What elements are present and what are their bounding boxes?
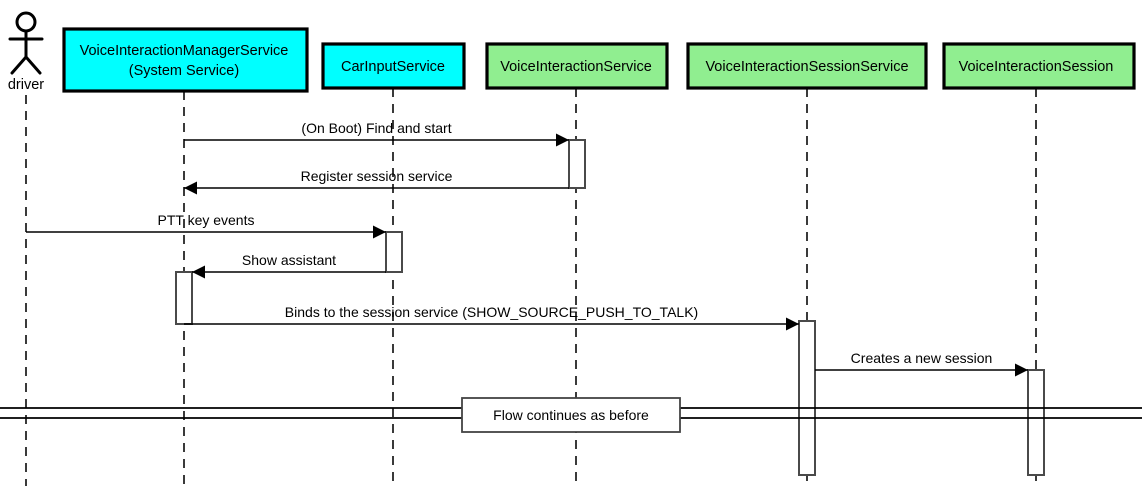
message-1[interactable]: Register session service bbox=[184, 168, 569, 195]
participant-box-carinput bbox=[321, 42, 466, 90]
message-4[interactable]: Binds to the session service (SHOW_SOURC… bbox=[184, 304, 799, 331]
actor-driver-label: driver bbox=[8, 77, 44, 93]
activation-bar-vis bbox=[568, 139, 586, 189]
message-arrowhead-1 bbox=[184, 181, 197, 195]
participant-vims[interactable]: VoiceInteractionManagerService (System Se… bbox=[62, 27, 309, 93]
participant-carinput[interactable]: CarInputService bbox=[321, 42, 466, 90]
message-2[interactable]: PTT key events bbox=[26, 212, 386, 239]
participants-layer: VoiceInteractionManagerService (System Se… bbox=[62, 27, 1136, 93]
message-label-5: Creates a new session bbox=[851, 350, 993, 366]
activation-bar-carinput bbox=[385, 231, 403, 273]
message-arrowhead-5 bbox=[1015, 363, 1028, 377]
message-label-1: Register session service bbox=[301, 168, 453, 184]
activation-bar-vsess_service bbox=[798, 320, 816, 476]
message-label-4: Binds to the session service (SHOW_SOURC… bbox=[285, 304, 698, 320]
participant-label-vsession: VoiceInteractionSession bbox=[959, 59, 1114, 75]
participant-vsession[interactable]: VoiceInteractionSession bbox=[942, 42, 1136, 90]
activation-bar-vims bbox=[175, 271, 193, 325]
message-arrowhead-3 bbox=[192, 265, 205, 279]
message-label-0: (On Boot) Find and start bbox=[301, 120, 451, 136]
flow-divider: Flow continues as before bbox=[0, 397, 1142, 433]
participant-box-vsession bbox=[942, 42, 1136, 90]
participant-label-vims: VoiceInteractionManagerService bbox=[80, 43, 289, 59]
actor-leg-left-icon bbox=[10, 55, 28, 75]
message-arrowhead-4 bbox=[786, 317, 799, 331]
activations-layer bbox=[175, 139, 1045, 476]
message-label-2: PTT key events bbox=[157, 212, 254, 228]
participant-label-carinput: CarInputService bbox=[341, 59, 445, 75]
participant-box-vis bbox=[485, 42, 669, 90]
message-label-3: Show assistant bbox=[242, 252, 336, 268]
participant-box-vims bbox=[62, 27, 309, 93]
actor-head-icon bbox=[15, 11, 37, 33]
participant-vsess_service[interactable]: VoiceInteractionSessionService bbox=[686, 42, 928, 90]
message-arrowhead-2 bbox=[373, 225, 386, 239]
participant-box-vsess_service bbox=[686, 42, 928, 90]
participant-vis[interactable]: VoiceInteractionService bbox=[485, 42, 669, 90]
message-arrowhead-0 bbox=[556, 133, 569, 147]
activation-bar-vsession bbox=[1027, 369, 1045, 476]
divider-label: Flow continues as before bbox=[493, 407, 649, 423]
message-3[interactable]: Show assistant bbox=[192, 252, 386, 279]
actor-leg-right-icon bbox=[24, 55, 42, 75]
participant-label-vsess_service: VoiceInteractionSessionService bbox=[705, 59, 908, 75]
divider-box bbox=[461, 397, 681, 433]
message-0[interactable]: (On Boot) Find and start bbox=[184, 120, 569, 147]
participant-label-vis: VoiceInteractionService bbox=[500, 59, 652, 75]
actor-driver[interactable]: driver bbox=[8, 11, 44, 93]
participant-sublabel-vims: (System Service) bbox=[129, 63, 239, 79]
message-5[interactable]: Creates a new session bbox=[815, 350, 1028, 377]
